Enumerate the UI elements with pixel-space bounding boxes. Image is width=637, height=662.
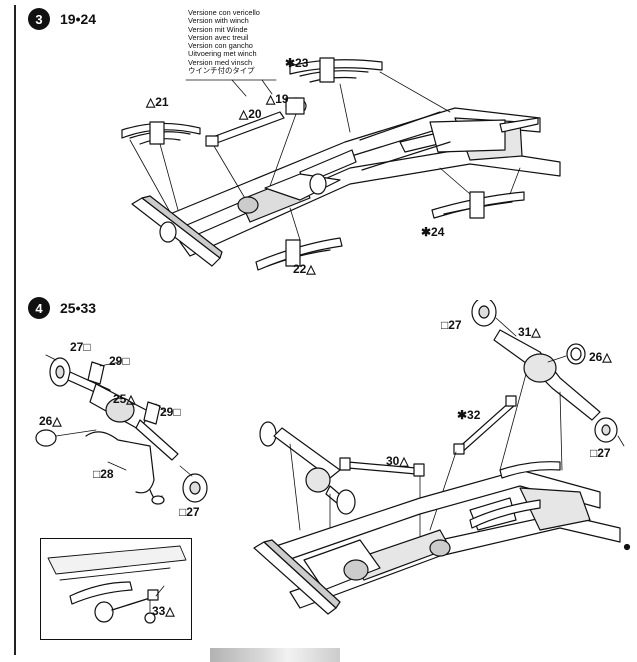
driveshaft-30 (339, 457, 425, 541)
note-line-nl: Uitvoering met winch (188, 49, 257, 59)
note-line-ja: ウインチ付のタイプ (188, 66, 255, 76)
callout-27-right-top: □27 (441, 318, 462, 332)
note-line-sv: Version med vinsch (188, 57, 253, 67)
step-4-front-bumper (253, 539, 341, 615)
brake-drum-26-left (35, 429, 57, 447)
note-line-de: Version mit Winde (188, 24, 248, 34)
front-axle-right (259, 421, 356, 541)
note-line-en: Version with winch (188, 16, 249, 26)
winch-version-note: Versione con vericello Version with winc… (188, 8, 260, 76)
leaf-spring-21 (121, 121, 201, 213)
leaf-spring-22 (255, 207, 343, 271)
rear-axle-assembly (471, 300, 625, 471)
leaf-spring-23 (289, 57, 451, 133)
callout-27-right-bottom: □27 (590, 446, 611, 460)
step-3-number: 3 (28, 8, 50, 30)
step-4-frame (269, 461, 621, 609)
callout-33: 33△ (152, 604, 175, 618)
scan-artifact (210, 648, 340, 662)
callout-31: 31△ (518, 325, 541, 339)
callout-22: 22△ (293, 262, 316, 276)
inset-frame (40, 538, 192, 640)
inset-detail-33 (47, 545, 187, 624)
page-border (14, 5, 16, 655)
step-4-exploded-diagram (35, 300, 631, 624)
callout-32: ✱32 (457, 408, 481, 422)
callout-27-left-bottom: □27 (179, 505, 200, 519)
callout-29-right: 29□ (160, 405, 181, 419)
front-axle-assembly (45, 354, 208, 503)
note-line-fr: Version avec treuil (188, 32, 249, 42)
step-3-parts: 19•24 (60, 11, 97, 27)
callout-26-left: 26△ (39, 414, 62, 428)
callout-25: 25△ (113, 392, 136, 406)
note-line-it: Versione con vericello (188, 8, 260, 17)
step-4-number: 4 (28, 297, 50, 319)
leaf-spring-24 (431, 167, 525, 219)
callout-29-top: 29□ (109, 354, 130, 368)
callout-28: □28 (93, 467, 114, 481)
callout-27-left-top: 27□ (70, 340, 91, 354)
step-3-exploded-diagram (121, 57, 561, 271)
callout-23: ✱23 (285, 56, 309, 70)
callout-26-right: 26△ (589, 350, 612, 364)
callout-24: ✱24 (421, 225, 445, 239)
callout-20: △20 (239, 107, 262, 121)
steering-arm-28 (85, 431, 165, 505)
winch-parts-19-20 (205, 97, 307, 201)
callout-21: △21 (146, 95, 169, 109)
step-4-parts: 25•33 (60, 300, 97, 316)
callout-30: 30△ (386, 454, 409, 468)
callout-19: △19 (266, 92, 289, 106)
note-line-es: Version con gancho (188, 41, 253, 51)
ink-dot (623, 543, 631, 551)
